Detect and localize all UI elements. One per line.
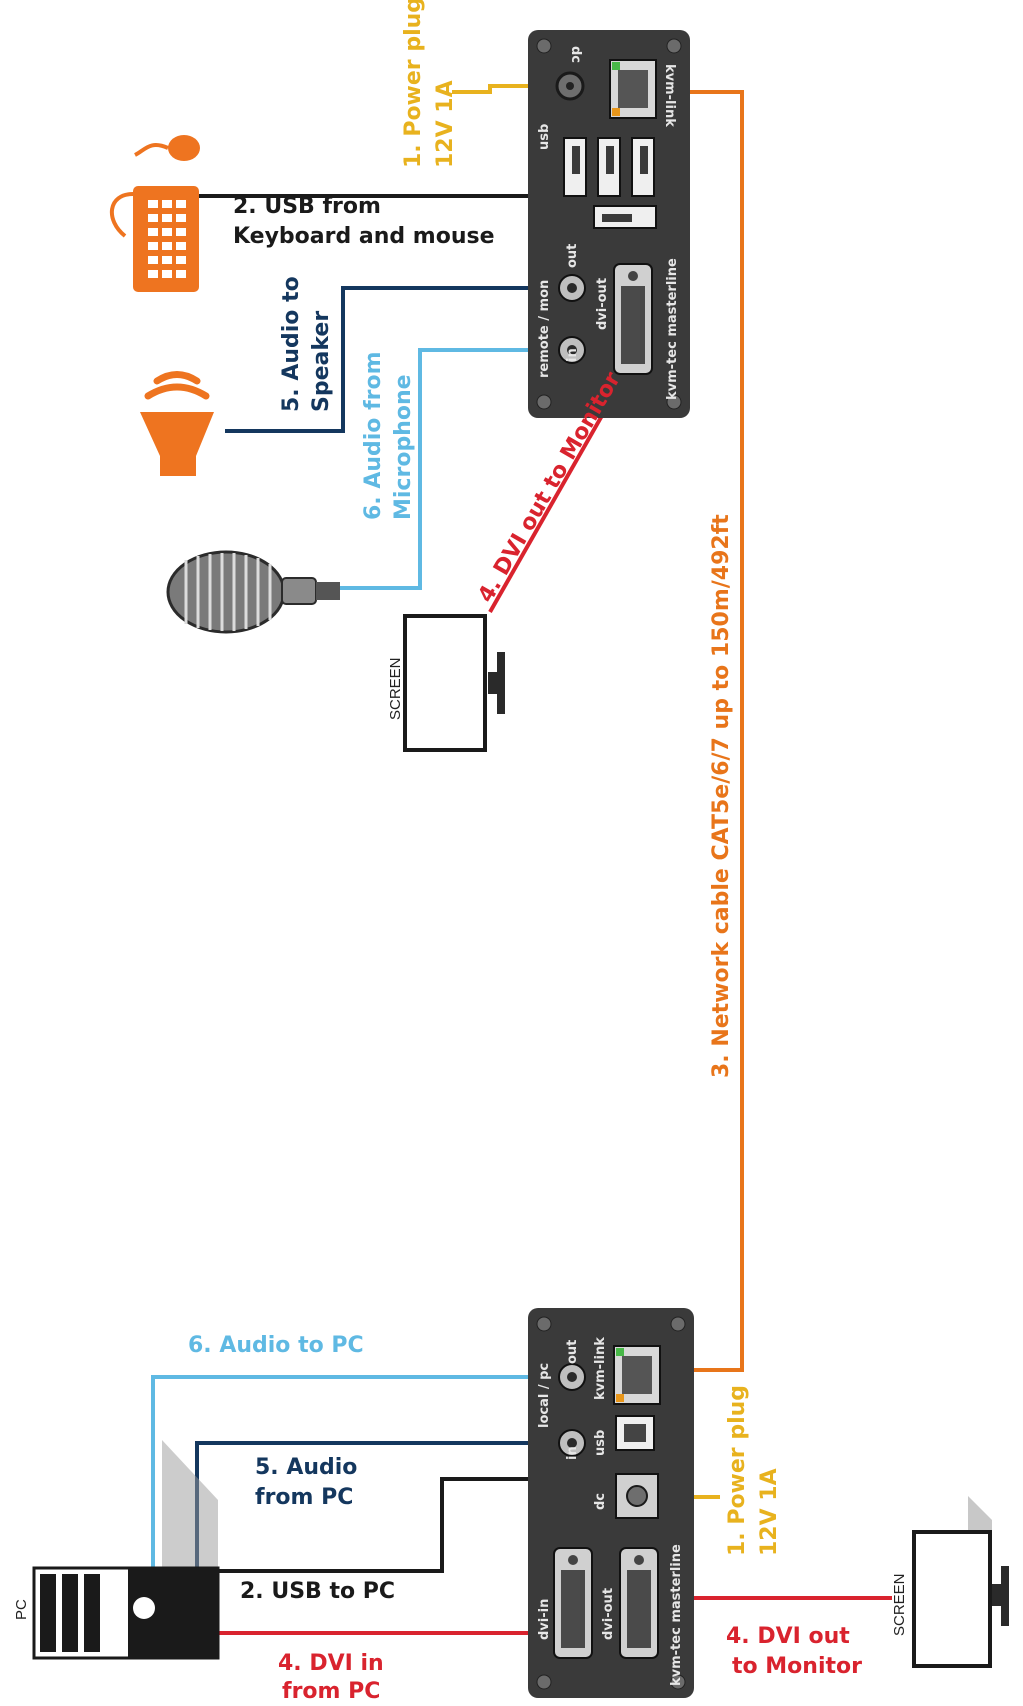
remote-screen-icon — [403, 614, 505, 752]
local-screen-label: SCREEN — [891, 1573, 908, 1636]
usb-to-pc-label: 2. USB to PC — [240, 1579, 395, 1604]
remote-power-label-1: 1. Power plug — [401, 0, 426, 168]
audio-to-speaker-cable — [225, 286, 572, 433]
remote-brand-text: kvm-tec masterline — [665, 258, 680, 400]
audio-to-pc-cable — [151, 1375, 572, 1568]
local-kvm-link-text: kvm-link — [593, 1337, 608, 1400]
local-in-text: in — [565, 1446, 580, 1460]
remote-dvi-out-port — [613, 263, 653, 375]
microphone-icon — [166, 550, 340, 634]
local-dvi-out-text: dvi-out — [601, 1588, 616, 1640]
local-dvi-in-text: dvi-in — [537, 1599, 552, 1640]
local-kvm-link-port — [613, 1345, 661, 1405]
remote-audio-out-jack — [558, 274, 586, 302]
speaker-label-2: Speaker — [309, 311, 334, 412]
audio-from-mic-cable — [340, 348, 572, 590]
local-usb-text: usb — [593, 1430, 608, 1456]
audio-from-pc-label-2: from PC — [255, 1485, 353, 1510]
network-cable — [648, 90, 744, 1372]
remote-unit: dc kvm-link usb remote / mon in out dvi-… — [528, 30, 690, 418]
mic-label-1: 6. Audio from — [361, 351, 386, 520]
local-audio-in-jack — [558, 1429, 586, 1457]
remote-kvm-link-text: kvm-link — [662, 64, 677, 127]
speaker-label-1: 5. Audio to — [279, 276, 304, 412]
audio-from-pc-label-1: 5. Audio — [255, 1455, 357, 1480]
pc-label: PC — [13, 1599, 30, 1620]
remote-audio-in-jack — [558, 336, 586, 364]
remote-usb-label-1: 2. USB from — [233, 194, 381, 219]
local-dc-port — [615, 1473, 659, 1519]
local-power-label-1: 1. Power plug — [725, 1385, 750, 1556]
local-brand-text: kvm-tec masterline — [669, 1544, 684, 1686]
remote-usb-text: usb — [537, 124, 552, 150]
remote-power-label-2: 12V 1A — [433, 80, 458, 168]
remote-screen-label: SCREEN — [387, 657, 404, 720]
mic-label-2: Microphone — [391, 374, 416, 520]
remote-usb-label-2: Keyboard and mouse — [233, 224, 495, 249]
local-unit: local / pc in out usb kvm-link dc dvi-in… — [528, 1308, 694, 1698]
network-label: 3. Network cable CAT5e/6/7 up to 150m/49… — [709, 514, 734, 1078]
remote-kvm-link-port — [609, 59, 657, 119]
remote-dvi-out-text: dvi-out — [595, 278, 610, 330]
remote-dc-text: dc — [568, 46, 583, 63]
dvi-in-label-1: 4. DVI in — [278, 1651, 384, 1676]
dvi-in-label-2: from PC — [282, 1679, 380, 1704]
remote-mon-text: remote / mon — [537, 280, 552, 378]
local-pc-text: local / pc — [537, 1363, 552, 1428]
local-out-text: out — [565, 1340, 580, 1364]
pc-icon — [32, 1440, 220, 1660]
remote-out-text: out — [565, 244, 580, 268]
local-usb-port — [615, 1415, 655, 1451]
local-screen-icon — [912, 1496, 1009, 1668]
local-dc-text: dc — [593, 1493, 608, 1510]
speaker-icon — [140, 371, 214, 476]
keyboard-mouse-icon — [109, 135, 200, 292]
local-dvi-out-label-2: to Monitor — [732, 1654, 862, 1679]
local-power-label-2: 12V 1A — [757, 1468, 782, 1556]
audio-to-pc-label: 6. Audio to PC — [188, 1333, 364, 1358]
local-dvi-out-label-1: 4. DVI out — [726, 1624, 850, 1649]
local-audio-out-jack — [558, 1363, 586, 1391]
local-dvi-in-port — [553, 1547, 593, 1659]
audio-from-pc-cable — [195, 1441, 572, 1568]
local-dvi-out-port — [619, 1547, 659, 1659]
remote-in-text: in — [565, 348, 580, 362]
